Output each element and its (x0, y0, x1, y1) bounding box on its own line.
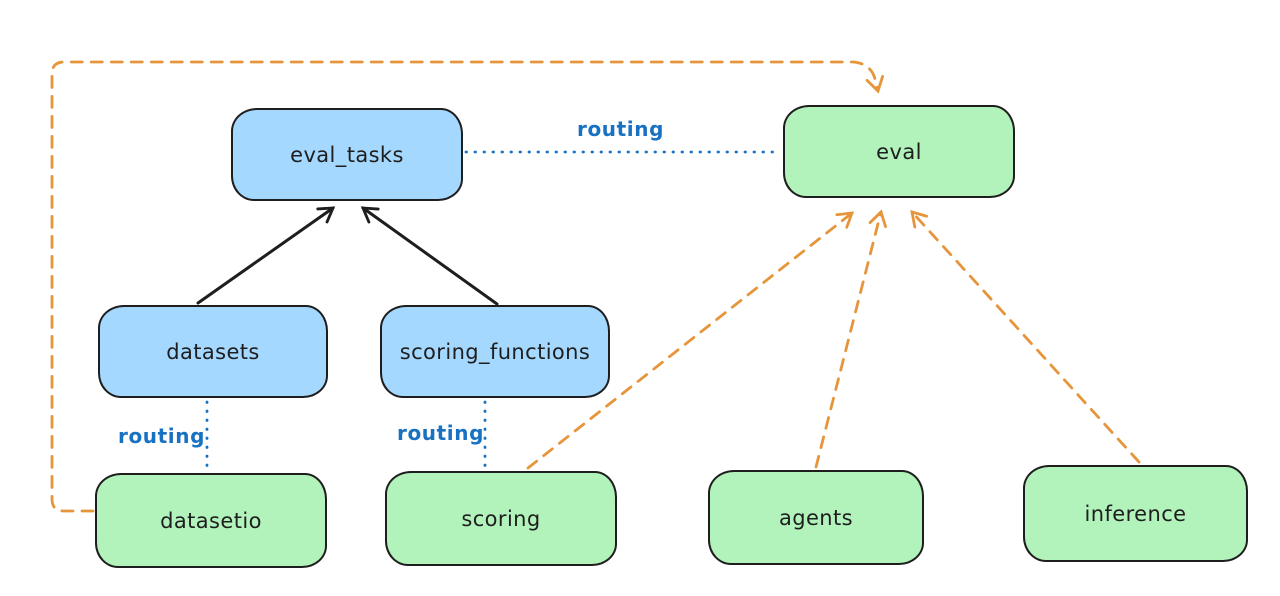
node-datasets-label: datasets (166, 339, 260, 364)
edge-label-routing-datasets-datasetio: routing (118, 424, 206, 448)
node-eval: eval (783, 105, 1015, 198)
node-scoring-label: scoring (461, 506, 541, 531)
node-scoring-functions-label: scoring_functions (399, 339, 591, 364)
node-datasetio: datasetio (95, 473, 327, 568)
edge-scoring_functions-to-eval_tasks (360, 206, 499, 306)
node-scoring: scoring (385, 471, 617, 566)
node-scoring-functions: scoring_functions (380, 305, 610, 398)
node-agents: agents (708, 470, 924, 565)
node-eval-label: eval (876, 139, 922, 164)
node-inference-label: inference (1084, 501, 1187, 526)
node-eval-tasks: eval_tasks (231, 108, 463, 201)
edge-agents-to-eval (814, 209, 887, 469)
node-datasetio-label: datasetio (160, 508, 262, 533)
edge-label-routing-scoring-functions-scoring: routing (397, 421, 485, 445)
edge-datasets-to-eval_tasks (196, 206, 336, 305)
node-datasets: datasets (98, 305, 328, 398)
edge-label-routing-eval-tasks-eval: routing (577, 117, 665, 141)
node-eval-tasks-label: eval_tasks (290, 142, 404, 167)
edge-inference-to-eval (910, 210, 1141, 464)
node-inference: inference (1023, 465, 1248, 562)
node-agents-label: agents (778, 505, 853, 530)
